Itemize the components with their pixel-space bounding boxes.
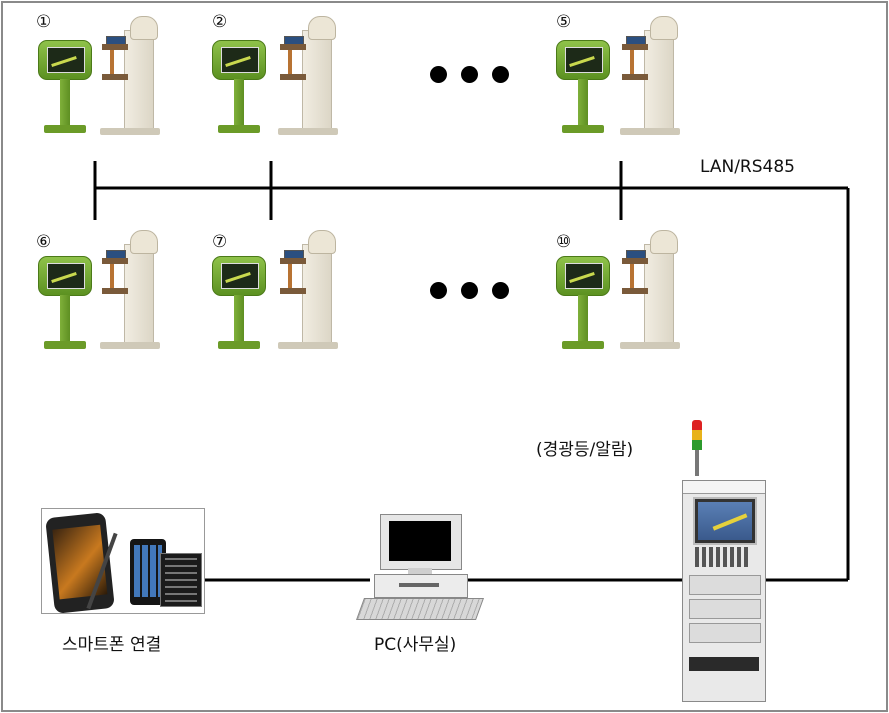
smartphone-icon <box>41 508 205 614</box>
spot-welder-icon <box>100 230 162 350</box>
spot-welder-icon <box>620 230 682 350</box>
touch-kiosk-icon <box>556 256 612 352</box>
spot-welder-icon <box>278 16 340 136</box>
station-number: ① <box>36 12 52 32</box>
alarm-label: (경광등/알람) <box>536 440 634 460</box>
station-number: ⑦ <box>212 232 228 252</box>
tower-lamp-icon <box>692 420 702 478</box>
touch-kiosk-icon <box>556 40 612 136</box>
network-label: LAN/RS485 <box>700 157 795 177</box>
station-number: ⑤ <box>556 12 572 32</box>
touch-kiosk-icon <box>38 256 94 352</box>
station-number: ⑩ <box>556 232 572 252</box>
pc-label: PC(사무실) <box>374 635 457 655</box>
spot-welder-icon <box>278 230 340 350</box>
ellipsis-dots <box>430 66 523 87</box>
spot-welder-icon <box>620 16 682 136</box>
pc-icon <box>355 514 485 624</box>
touch-kiosk-icon <box>38 40 94 136</box>
smartphone-label: 스마트폰 연결 <box>62 635 162 655</box>
ellipsis-dots <box>430 282 523 303</box>
station-number: ② <box>212 12 228 32</box>
station-number: ⑥ <box>36 232 52 252</box>
spot-welder-icon <box>100 16 162 136</box>
control-cabinet-icon <box>682 480 766 702</box>
touch-kiosk-icon <box>212 40 268 136</box>
touch-kiosk-icon <box>212 256 268 352</box>
